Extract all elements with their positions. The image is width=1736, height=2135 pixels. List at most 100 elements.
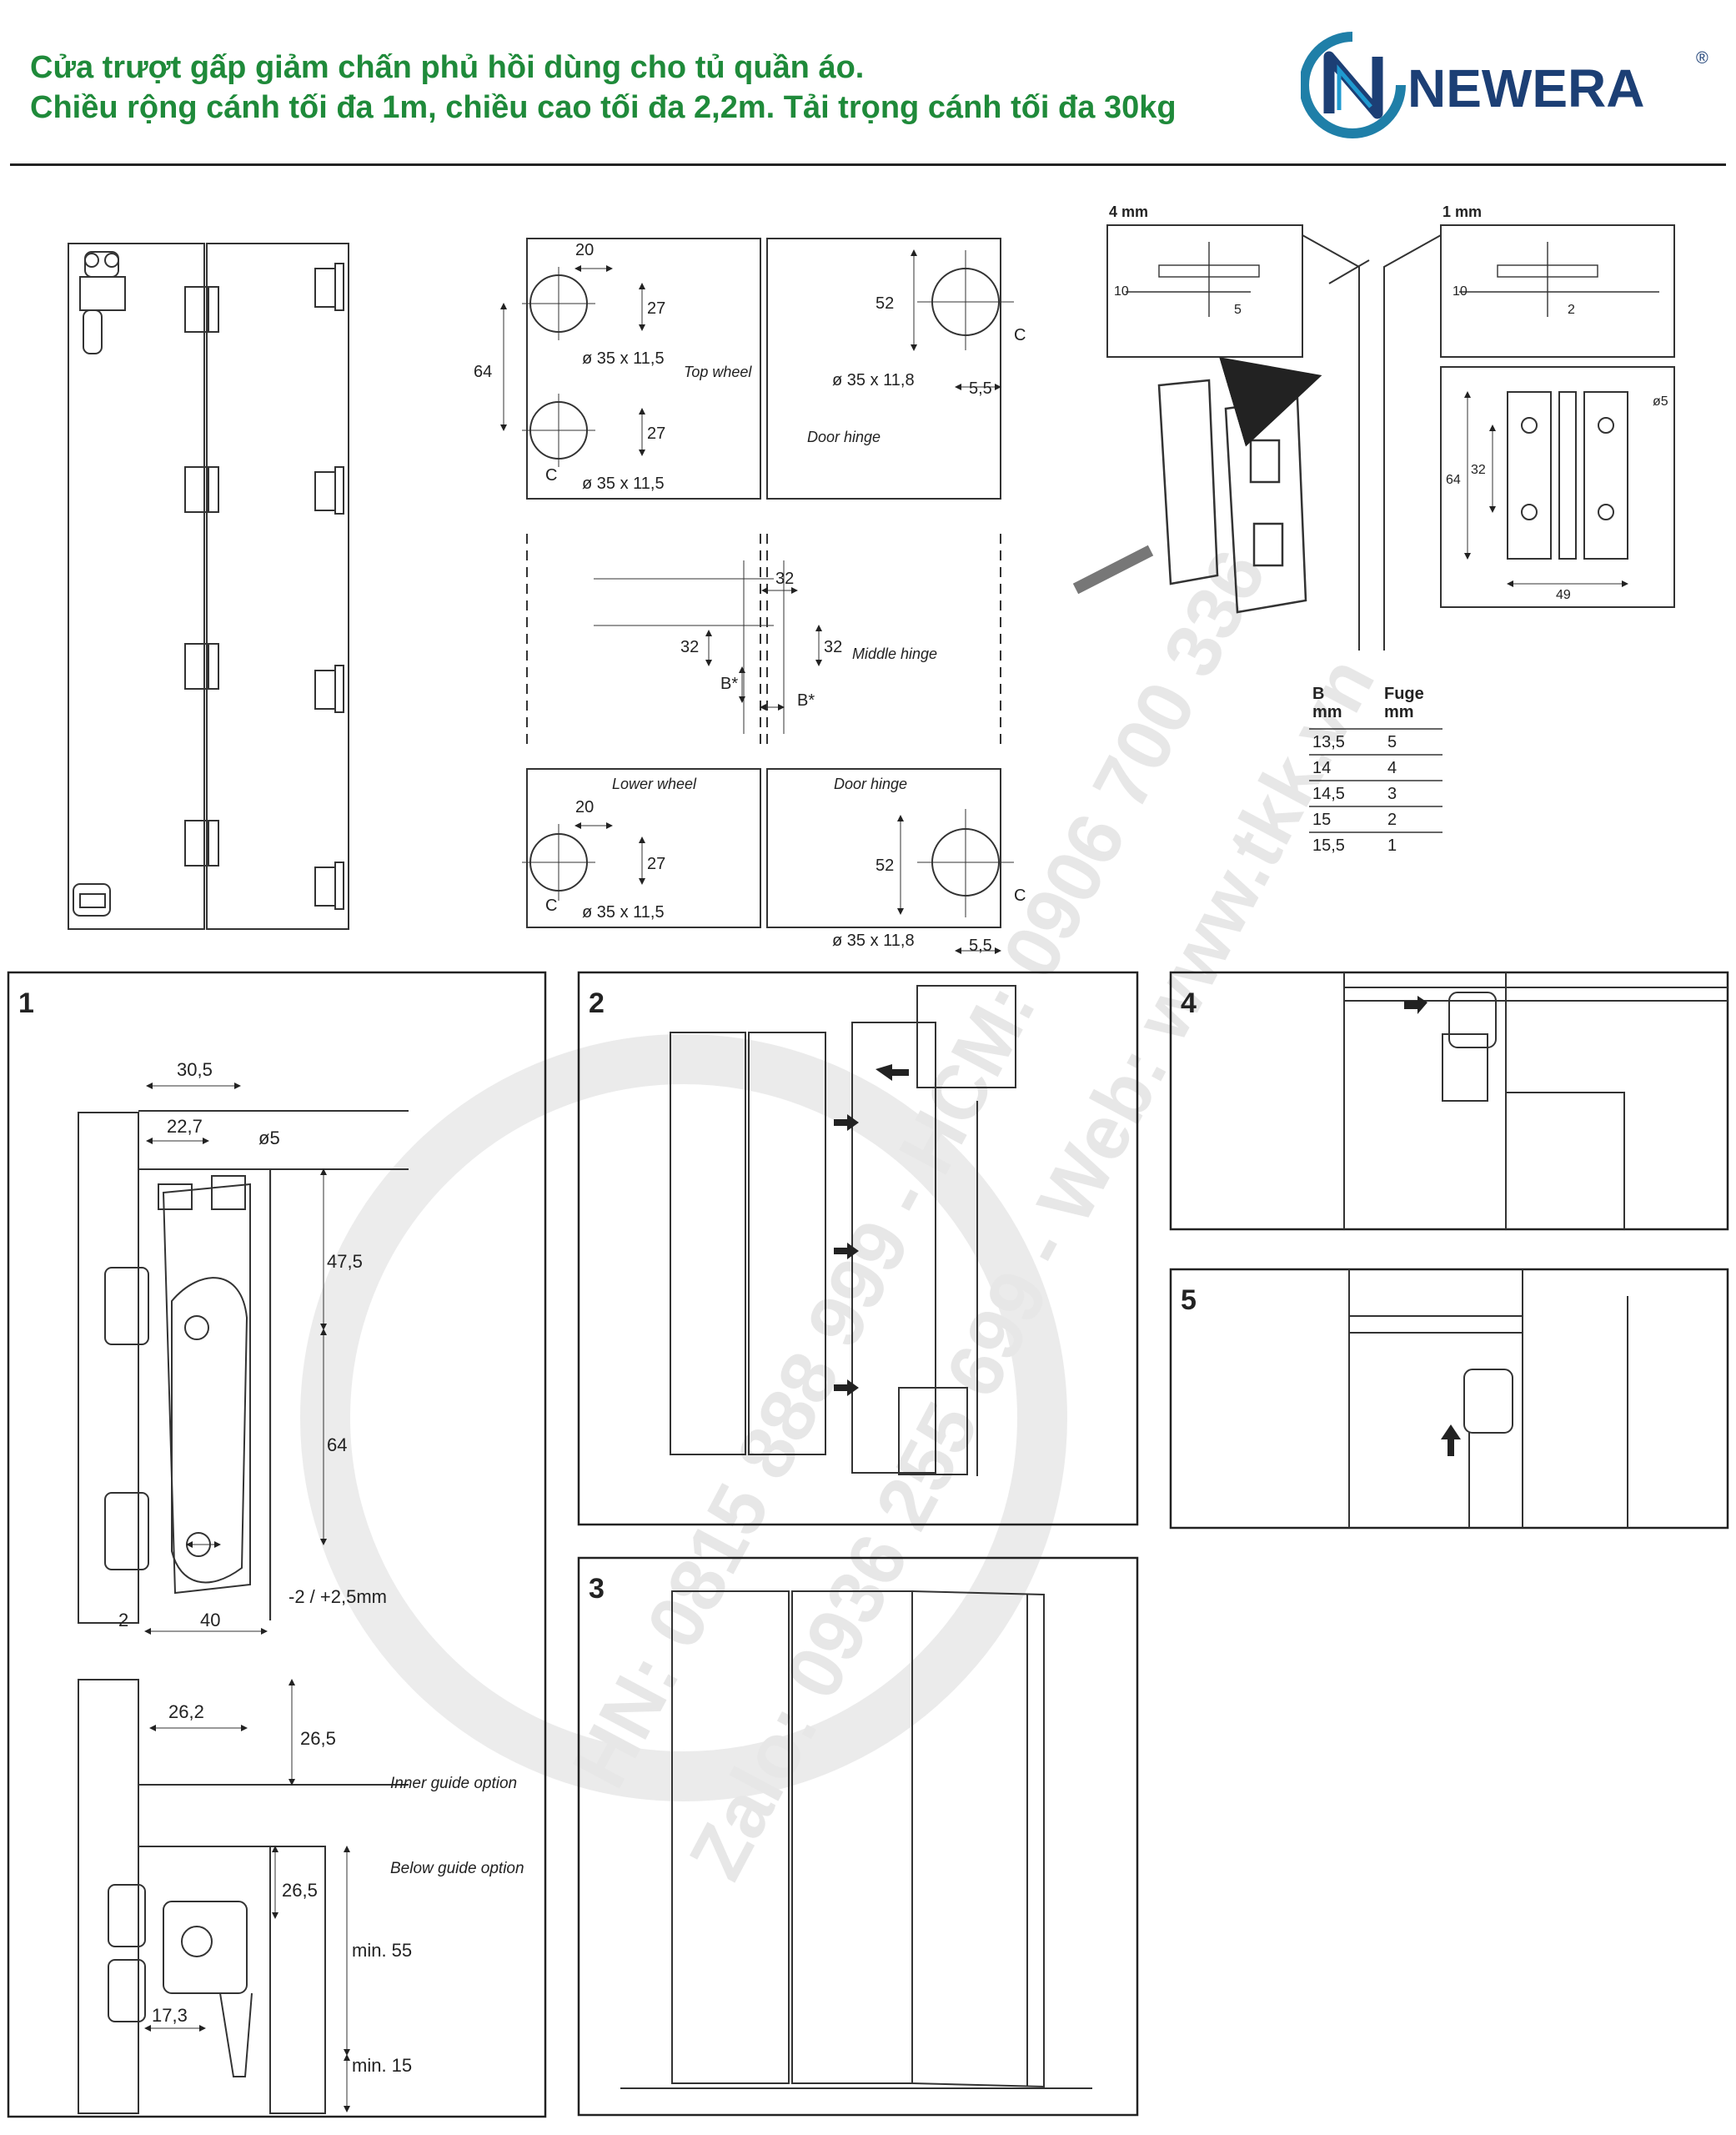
fuge-r2-f: 3	[1387, 785, 1397, 803]
p1-inner: Inner guide option	[390, 1775, 517, 1792]
p1-47-5: 47,5	[327, 1251, 363, 1272]
title-line-2: Chiều rộng cánh tối đa 1m, chiều cao tối…	[30, 90, 1177, 125]
tw-pitch: 64	[474, 363, 492, 381]
p1-26-5b: 26,5	[282, 1880, 318, 1901]
panel-3: 3	[577, 1556, 1139, 2117]
p1-min15: min. 15	[352, 2055, 412, 2076]
tw-h1: 27	[647, 299, 665, 318]
fuge-r1-b: 14	[1312, 759, 1331, 777]
tw-c: C	[545, 466, 557, 485]
fuge-r0-b: 13,5	[1312, 733, 1345, 751]
title-line-1: Cửa trượt gấp giảm chấn phủ hồi dùng cho…	[30, 50, 865, 85]
insert-arrow-icon	[1219, 357, 1322, 447]
panel-5: 5	[1169, 1268, 1729, 1530]
p4-arrow-icon	[1404, 996, 1427, 1014]
p1-30-5: 30,5	[177, 1059, 213, 1080]
dh-top-h: 52	[876, 294, 894, 313]
mh-b: 32	[680, 638, 699, 656]
dh-bot-edge: 5,5	[969, 937, 992, 955]
watermark: HN: 0815 888 999 - HCM: 0906 700 336 Zal…	[300, 537, 1391, 1892]
lw-label: Lower wheel	[612, 776, 697, 792]
lw-hole: ø 35 x 11,5	[582, 903, 665, 922]
lw-h: 27	[647, 855, 665, 873]
door-hinge-icon	[314, 263, 344, 910]
panel-1: 1	[7, 971, 547, 2118]
mh-label: Middle hinge	[852, 646, 937, 662]
panel-3-number: 3	[589, 1573, 605, 1605]
p1-o5: ø5	[258, 1128, 280, 1148]
newera-logo: NEWERA ®	[1301, 32, 1708, 138]
newera-logo-mark-icon	[1301, 32, 1406, 138]
hd-64: 64	[1446, 473, 1461, 487]
fuge-r3-f: 2	[1387, 811, 1397, 829]
panel-5-number: 5	[1181, 1284, 1197, 1316]
dh-bot-c: C	[1014, 887, 1026, 905]
brand-name: NEWERA	[1407, 58, 1644, 118]
p1-26-2: 26,2	[168, 1701, 204, 1722]
top-wheel-icon	[79, 251, 126, 354]
gap-1mm: 1 mm	[1442, 203, 1482, 220]
tw-hole1: ø 35 x 11,5	[582, 349, 665, 368]
dh-bot-h: 52	[876, 857, 894, 875]
gap-r-2: 2	[1568, 303, 1575, 317]
p1-below: Below guide option	[390, 1860, 524, 1877]
mh-bstar2: B*	[797, 691, 815, 710]
panel-1-number: 1	[18, 987, 34, 1019]
p1-64: 64	[327, 1434, 347, 1455]
bottom-wheel-icon	[73, 883, 111, 917]
gap-r-10: 10	[1453, 284, 1468, 299]
fuge-table: B mm Fuge mm 13,5 5 14 4 14,5 3 15 2 15,…	[1309, 685, 1442, 855]
p1-17-3: 17,3	[152, 2005, 188, 2026]
dh-top-label: Door hinge	[807, 429, 881, 445]
hd-49: 49	[1556, 588, 1571, 602]
p1-adj: -2 / +2,5mm	[288, 1586, 387, 1607]
fuge-h1a: B	[1312, 685, 1324, 703]
fuge-h2a: Fuge	[1384, 685, 1424, 703]
tw-label: Top wheel	[684, 364, 752, 380]
fuge-r0-f: 5	[1387, 733, 1397, 751]
panel-2: 2	[577, 971, 1139, 1526]
dh-top-edge: 5,5	[969, 379, 992, 398]
p1-22-7: 22,7	[167, 1116, 203, 1137]
middle-hinge-icon	[184, 286, 219, 867]
p1-min55: min. 55	[352, 1940, 412, 1961]
dh-bot-hole: ø 35 x 11,8	[832, 932, 915, 950]
p5-arrow-icon	[1441, 1424, 1461, 1456]
lw-w: 20	[575, 798, 594, 816]
gap-4mm: 4 mm	[1109, 203, 1148, 220]
p1-26-5a: 26,5	[300, 1728, 336, 1749]
fuge-r3-b: 15	[1312, 811, 1331, 829]
panel-2-number: 2	[589, 987, 605, 1019]
mh-a: 32	[775, 570, 794, 588]
dh-bot-label: Door hinge	[834, 776, 907, 792]
panel-4-number: 4	[1181, 987, 1197, 1019]
mh-c: 32	[824, 638, 842, 656]
tw-h2: 27	[647, 424, 665, 443]
fuge-h2b: mm	[1384, 703, 1414, 721]
fuge-r4-f: 1	[1387, 836, 1397, 855]
p1-40: 40	[200, 1610, 220, 1630]
mh-bstar1: B*	[720, 675, 738, 693]
lw-c: C	[545, 897, 557, 915]
hd-d: ø5	[1653, 394, 1668, 409]
registered-mark: ®	[1696, 49, 1708, 68]
fuge-r2-b: 14,5	[1312, 785, 1345, 803]
gap-detail: 4 mm 1 mm 10 5 10 2 ø5 64 32 49	[1072, 203, 1675, 651]
gap-l-10: 10	[1114, 284, 1129, 299]
panel-4: 4	[1169, 971, 1729, 1231]
dh-top-hole: ø 35 x 11,8	[832, 371, 915, 389]
fuge-h1b: mm	[1312, 703, 1342, 721]
header-divider	[10, 163, 1726, 166]
insert-arrows	[834, 1064, 909, 1396]
dh-top-c: C	[1014, 326, 1026, 344]
p1-2: 2	[118, 1610, 128, 1630]
drilling-diagram: 20 27 27 64 ø 35 x 11,5 ø 35 x 11,5 C To…	[474, 238, 1026, 955]
fuge-r4-b: 15,5	[1312, 836, 1345, 855]
tw-hole2: ø 35 x 11,5	[582, 475, 665, 493]
tw-w: 20	[575, 241, 594, 259]
hd-32: 32	[1471, 463, 1486, 477]
gap-l-5: 5	[1234, 303, 1242, 317]
door-elevation	[68, 243, 349, 930]
watermark-phones: HN: 0815 888 999 - HCM: 0906 700 336	[557, 537, 1282, 1801]
